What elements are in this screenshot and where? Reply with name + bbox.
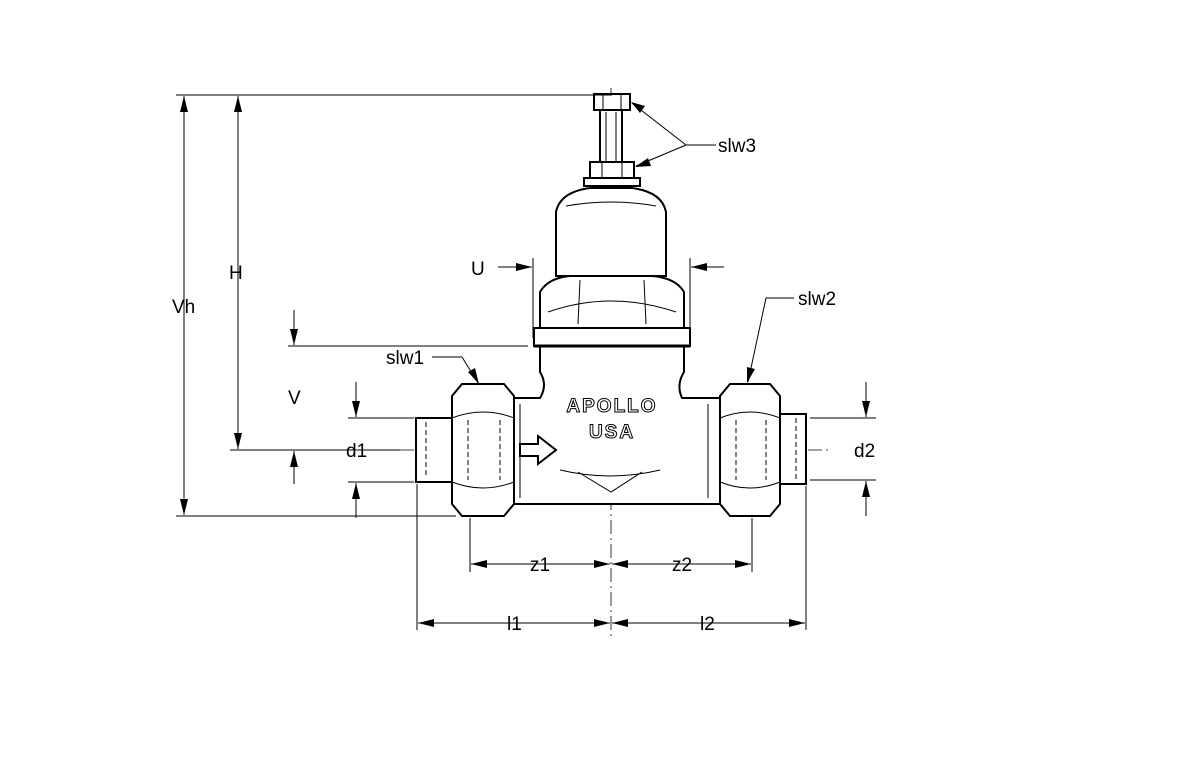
dimension-l: l1 l2 xyxy=(416,484,807,635)
label-slw3: slw3 xyxy=(718,136,756,157)
brand-line-2: USA xyxy=(589,422,635,443)
brand-line-1: APOLLO xyxy=(566,396,657,417)
label-z1: z1 xyxy=(530,555,550,576)
bonnet-dome xyxy=(555,187,667,277)
label-d2: d2 xyxy=(854,441,875,462)
bonnet-lower xyxy=(539,275,685,329)
stem-washer xyxy=(583,177,641,187)
stem-top-nut xyxy=(593,93,631,111)
label-v: V xyxy=(288,388,301,409)
leader-slw3: slw3 xyxy=(631,102,756,167)
label-l2: l2 xyxy=(700,614,715,635)
label-vh: Vh xyxy=(172,297,195,318)
right-union-nut xyxy=(719,383,781,517)
main-body xyxy=(507,344,721,505)
left-pipe-end xyxy=(415,417,457,483)
label-slw2: slw2 xyxy=(798,289,836,310)
dimension-h: H xyxy=(229,96,400,451)
left-union-nut xyxy=(451,383,515,517)
valve-body: APOLLO USA xyxy=(415,93,807,517)
dimension-d1: d1 xyxy=(346,382,414,518)
label-h: H xyxy=(229,263,243,284)
leader-slw2: slw2 xyxy=(747,289,836,383)
dimension-z: z1 z2 xyxy=(469,518,753,576)
dimension-vh: Vh xyxy=(172,94,612,517)
label-l1: l1 xyxy=(507,614,522,635)
label-slw1: slw1 xyxy=(386,348,424,369)
stem-lock-nut xyxy=(589,161,635,179)
label-z2: z2 xyxy=(672,555,692,576)
dimension-u: U xyxy=(471,258,724,338)
leader-slw1: slw1 xyxy=(386,348,479,384)
dimension-v: V xyxy=(288,310,528,484)
dimension-d2: d2 xyxy=(810,382,876,516)
flow-arrow xyxy=(519,433,558,467)
label-d1: d1 xyxy=(346,441,367,462)
label-u: U xyxy=(471,259,485,280)
adjusting-stem xyxy=(599,107,623,169)
bonnet-ring xyxy=(533,327,691,347)
